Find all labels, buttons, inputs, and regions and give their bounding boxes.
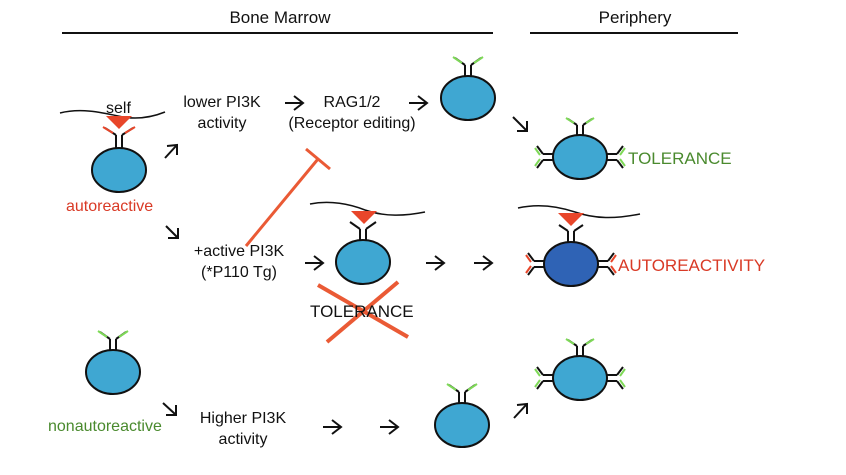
nonautoreactive-label: nonautoreactive xyxy=(48,418,162,435)
arrow-to-active-pi3k xyxy=(165,225,179,239)
arrow-bottom-to-periphery xyxy=(513,402,528,419)
tolerance-crossed-label: TOLERANCE xyxy=(310,302,414,321)
active-pi3k-label-line2: (*P110 Tg) xyxy=(201,264,277,281)
mature-bm-b-cell xyxy=(434,383,490,448)
arrow-bottom-1 xyxy=(323,419,343,435)
self-antigen-middle xyxy=(351,211,377,224)
lower-pi3k-label-line2: activity xyxy=(197,115,247,132)
higher-pi3k-label-line2: activity xyxy=(218,431,268,448)
autoreactive-label: autoreactive xyxy=(66,198,154,215)
arrow-to-rag xyxy=(285,95,305,111)
edited-b-cell xyxy=(440,56,496,121)
arrow-bottom-2 xyxy=(380,419,400,435)
arrow-middle-2 xyxy=(474,255,494,271)
tolerance-cross xyxy=(316,280,410,344)
active-pi3k-label-line1: +active PI3K xyxy=(193,243,285,260)
rag-label-line1: RAG1/2 xyxy=(323,94,381,111)
inhibition-bar xyxy=(244,147,331,247)
self-antigen-top-left xyxy=(106,116,132,129)
periphery-tolerant-b-cell xyxy=(534,117,626,180)
autoreactivity-outcome-label: AUTOREACTIVITY xyxy=(618,256,766,275)
self-antigen-periphery xyxy=(558,213,584,226)
nonautoreactive-b-cell xyxy=(85,330,141,395)
periphery-nonautoreactive-b-cell xyxy=(534,338,626,401)
arrow-to-periphery-tolerance xyxy=(512,116,528,132)
tolerance-outcome-label: TOLERANCE xyxy=(628,149,732,168)
self-label-top: self xyxy=(106,100,131,117)
retained-autoreactive-b-cell xyxy=(335,221,391,285)
arrow-to-lower-pi3k xyxy=(164,143,178,159)
arrow-active-to-cell xyxy=(305,255,325,271)
arrow-to-higher-pi3k xyxy=(162,402,177,416)
arrow-rag-to-cell xyxy=(409,95,429,111)
lower-pi3k-label-line1: lower PI3K xyxy=(183,94,261,111)
self-membrane-periphery xyxy=(517,205,641,219)
periphery-header: Periphery xyxy=(598,8,672,27)
self-membrane-middle xyxy=(309,201,426,216)
rag-label-line2: (Receptor editing) xyxy=(288,115,416,132)
periphery-autoreactive-b-cell xyxy=(525,224,617,287)
bone-marrow-header: Bone Marrow xyxy=(229,8,331,27)
autoreactive-b-cell xyxy=(91,126,147,193)
higher-pi3k-label-line1: Higher PI3K xyxy=(199,410,287,427)
arrow-middle-1 xyxy=(426,255,446,271)
